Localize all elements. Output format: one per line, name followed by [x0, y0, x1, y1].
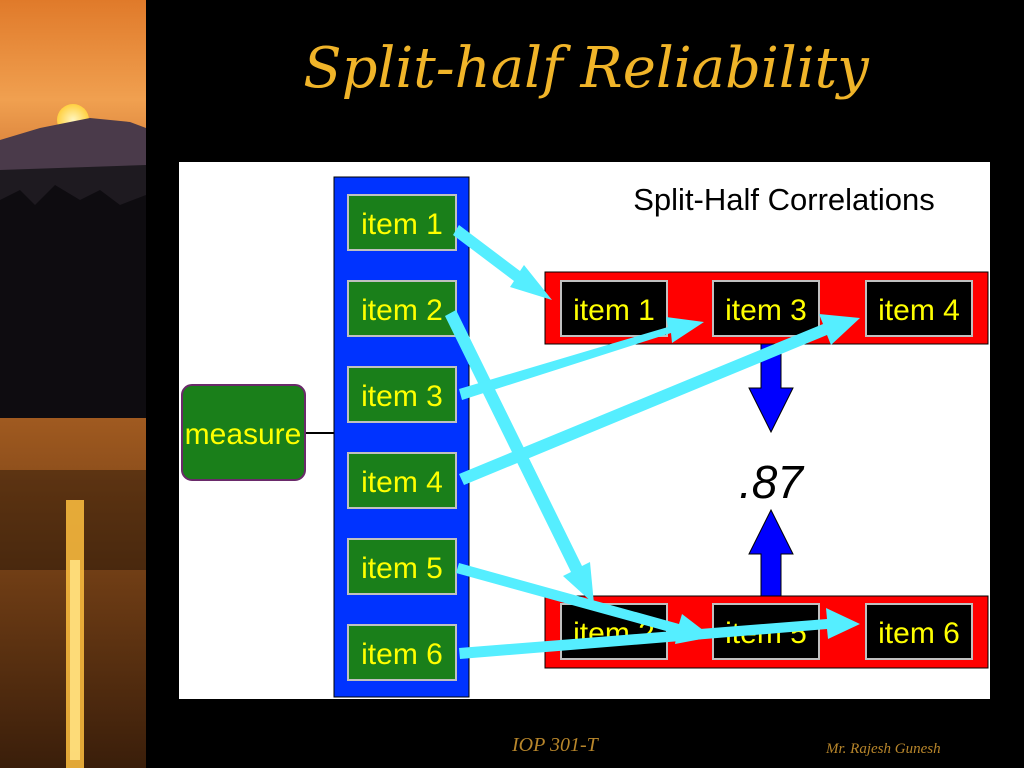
item-label: item 3 — [361, 380, 443, 413]
half-b-item-6: item 6 — [865, 603, 973, 660]
item-label: item 6 — [878, 617, 960, 650]
item-box-2: item 2 — [347, 280, 457, 337]
split-half-diagram: Split-Half Correlations measure item 1 i… — [179, 162, 990, 699]
up-arrow — [748, 508, 794, 597]
item-box-6: item 6 — [347, 624, 457, 681]
footer-author: Mr. Rajesh Gunesh — [826, 741, 941, 757]
diagram-heading: Split-Half Correlations — [633, 182, 935, 217]
item-label: item 1 — [361, 208, 443, 241]
correlation-value: .87 — [739, 456, 804, 508]
mapping-arrows — [445, 225, 860, 659]
item-label: item 5 — [361, 552, 443, 585]
sunset-image — [0, 0, 146, 768]
measure-box — [181, 384, 306, 481]
item-box-4: item 4 — [347, 452, 457, 509]
arrow-item4-to-half-a — [459, 314, 860, 485]
arrow-item3-to-half-a — [459, 317, 704, 400]
measure-label: measure — [185, 418, 302, 451]
arrow-item5-to-half-b — [456, 563, 712, 644]
item-box-3: item 3 — [347, 366, 457, 423]
item-box-1: item 1 — [347, 194, 457, 251]
item-label: item 6 — [361, 638, 443, 671]
footer-course-code: IOP 301-T — [512, 734, 598, 756]
half-a-item-1: item 1 — [560, 280, 668, 337]
items-column — [333, 176, 470, 698]
slide-title: Split-half Reliability — [303, 36, 869, 101]
arrow-item1-to-half-a — [453, 225, 552, 300]
item-label: item 4 — [878, 294, 960, 327]
item-label: item 1 — [573, 294, 655, 327]
arrow-item6-to-half-b — [459, 608, 860, 659]
item-box-5: item 5 — [347, 538, 457, 595]
half-a-item-4: item 4 — [865, 280, 973, 337]
item-label: item 2 — [361, 294, 443, 327]
item-label: item 4 — [361, 466, 443, 499]
half-a-item-3: item 3 — [712, 280, 820, 337]
item-label: item 3 — [725, 294, 807, 327]
